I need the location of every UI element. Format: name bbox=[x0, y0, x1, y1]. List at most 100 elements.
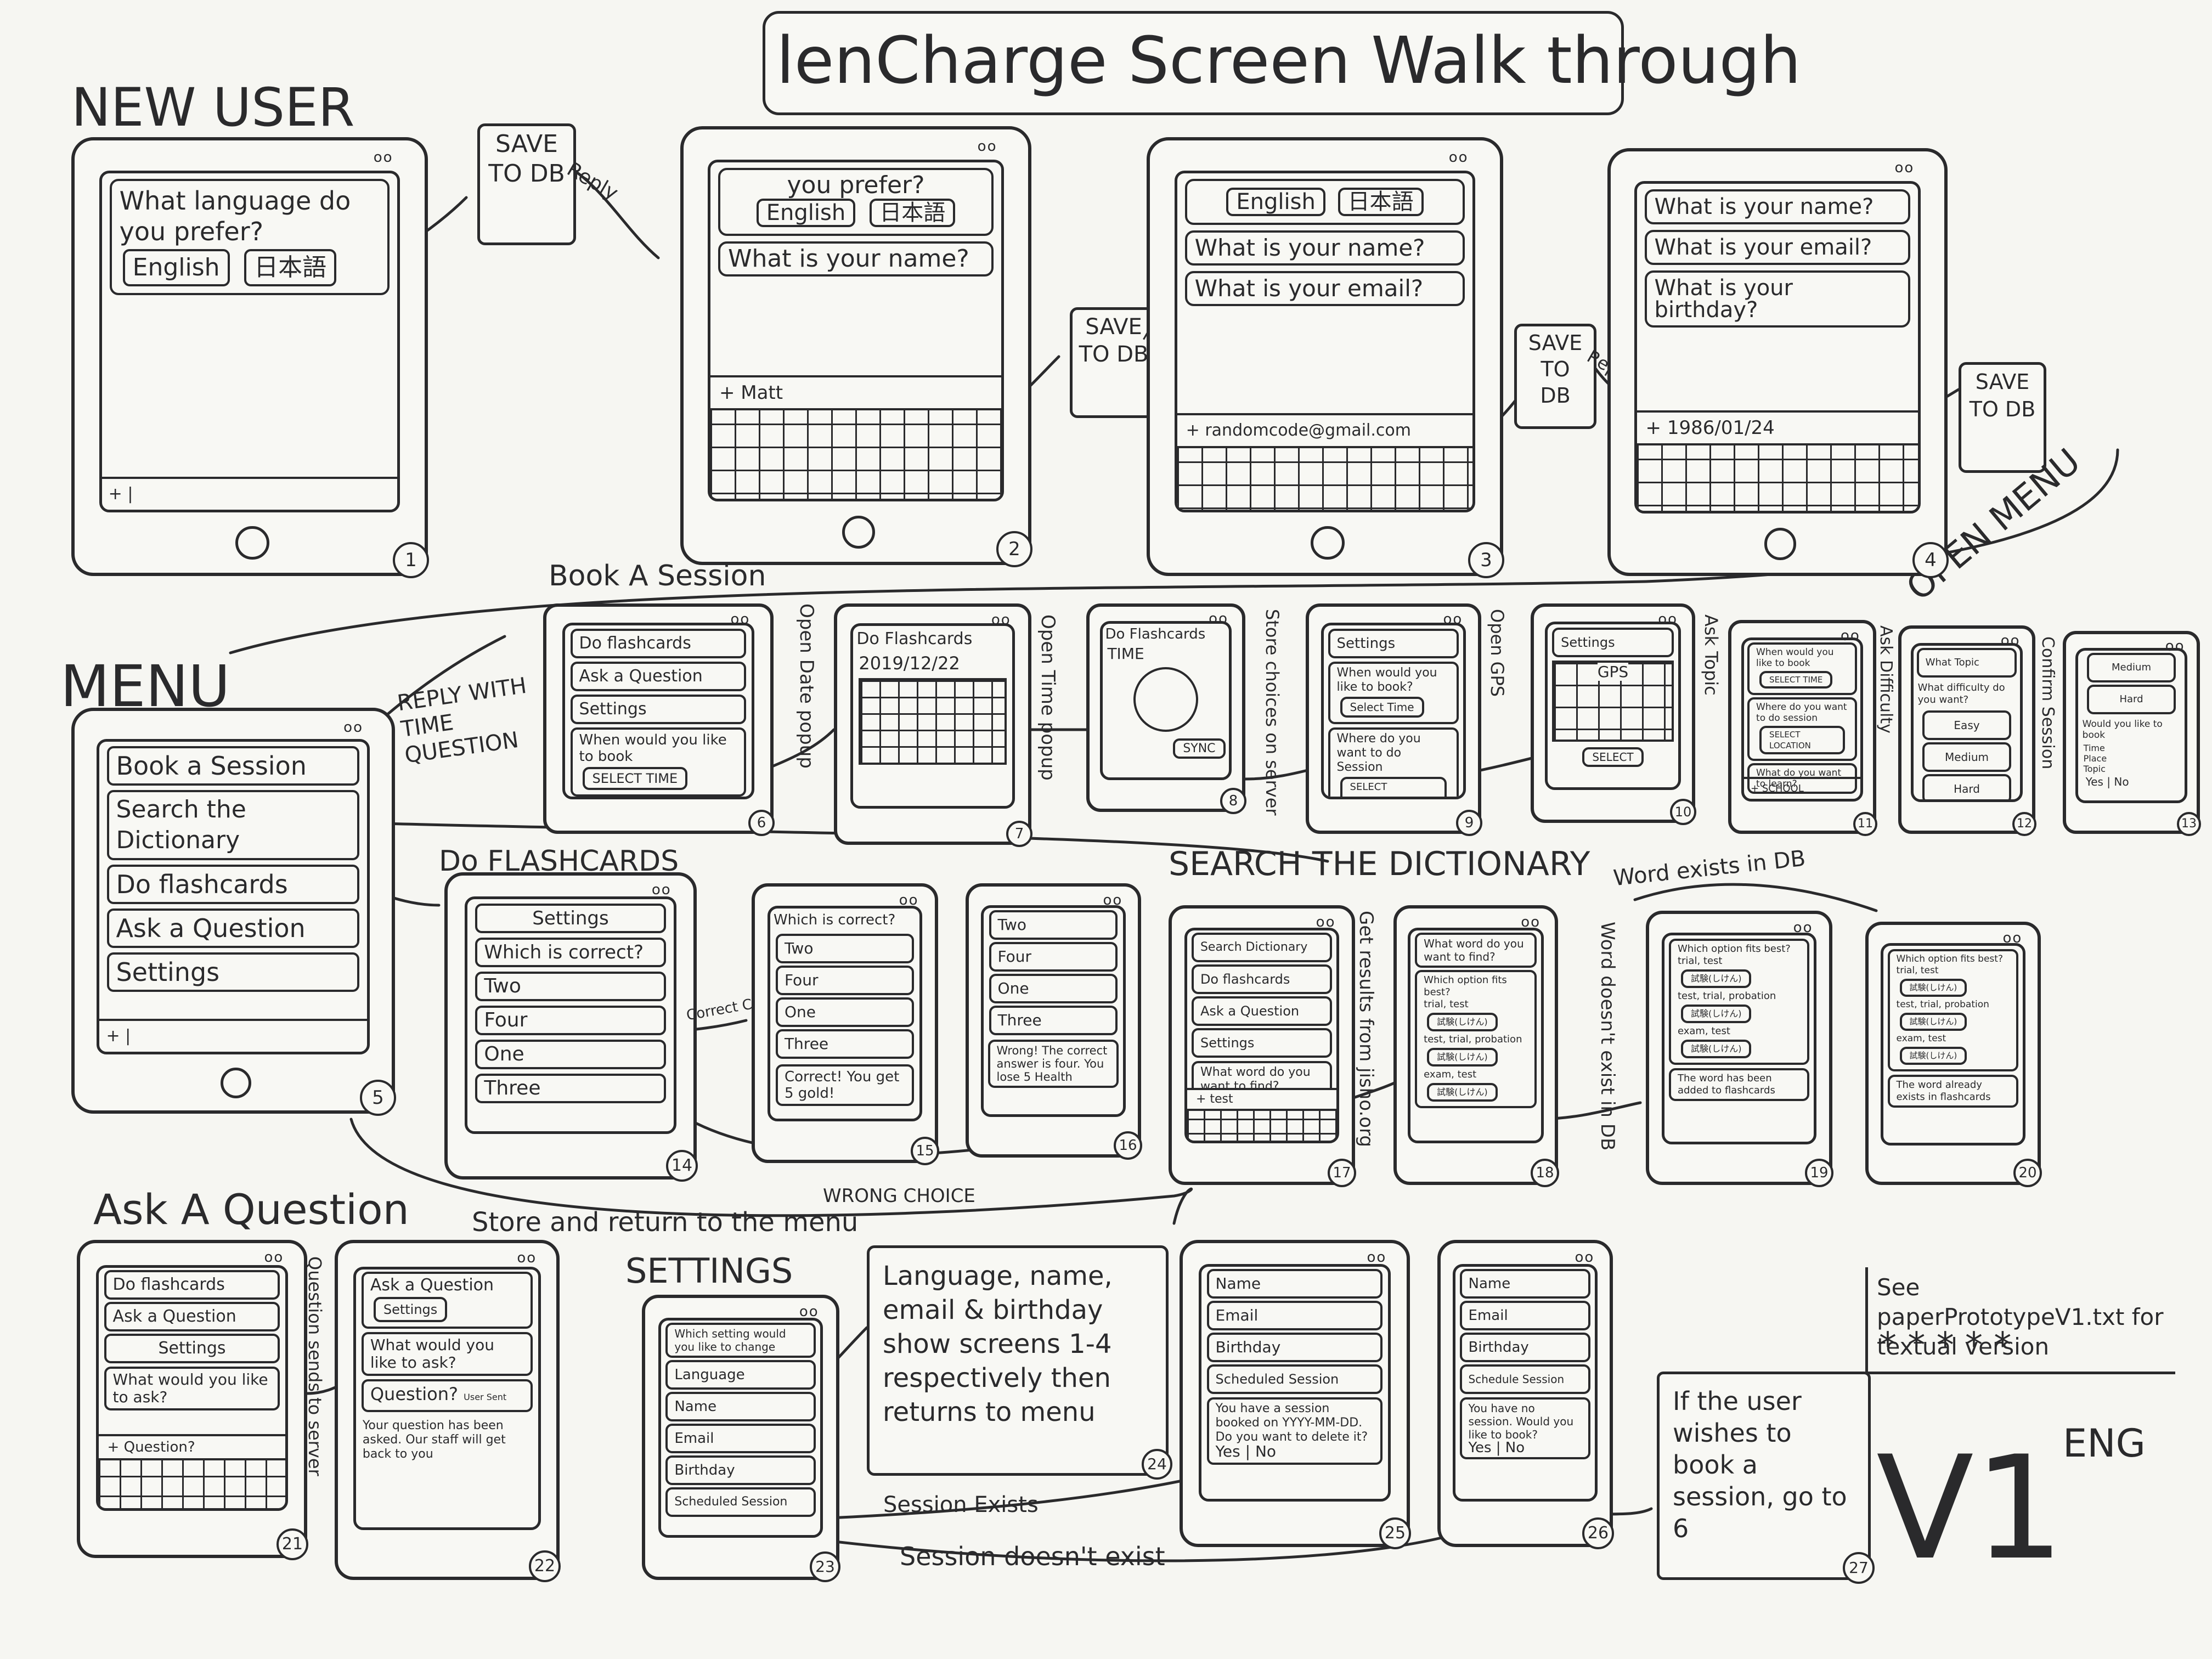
english-button[interactable]: English bbox=[122, 249, 230, 287]
input-bar[interactable]: + | bbox=[101, 476, 398, 510]
menu-ask-question[interactable]: Ask a Question bbox=[107, 908, 359, 948]
screen-11-topic: oo When would you like to book SELECT TI… bbox=[1728, 620, 1877, 836]
home-button-icon[interactable] bbox=[220, 1067, 252, 1099]
select-button[interactable]: SELECT bbox=[1582, 747, 1644, 768]
select-location-button[interactable]: SELECT LOCATION bbox=[1759, 726, 1845, 755]
search-input[interactable]: + test bbox=[1187, 1090, 1337, 1111]
menu-do-flashcards[interactable]: Do flashcards bbox=[107, 864, 359, 904]
option-one[interactable]: One bbox=[989, 974, 1118, 1004]
screen-number: 25 bbox=[1379, 1517, 1411, 1549]
question-input[interactable]: + Question? bbox=[98, 1436, 286, 1460]
sync-button[interactable]: SYNC bbox=[1173, 738, 1226, 759]
medium-option[interactable]: Medium bbox=[2086, 653, 2176, 683]
option-button[interactable]: 試験(しけん) bbox=[1427, 1047, 1498, 1066]
topic-input[interactable]: + SCHOOL bbox=[1744, 777, 1860, 799]
japanese-button[interactable]: 日本語 bbox=[1338, 188, 1424, 217]
keyboard[interactable]: + randomcode@gmail.com bbox=[1177, 413, 1473, 510]
option-button[interactable]: 試験(しけん) bbox=[1680, 1040, 1752, 1059]
settings-birthday[interactable]: Birthday bbox=[1459, 1333, 1591, 1363]
easy-option[interactable]: Easy bbox=[1922, 710, 2012, 740]
ask-question-item[interactable]: Ask a Question bbox=[1191, 996, 1333, 1026]
menu-settings[interactable]: Settings bbox=[107, 952, 359, 992]
settings-language[interactable]: Language bbox=[665, 1359, 816, 1390]
select-time-button[interactable]: SELECT TIME bbox=[1759, 671, 1833, 689]
settings-item[interactable]: Settings bbox=[1552, 628, 1674, 658]
home-button-icon[interactable] bbox=[235, 526, 269, 560]
menu-search-dictionary[interactable]: Search the Dictionary bbox=[107, 789, 359, 860]
option-four[interactable]: Four bbox=[775, 965, 915, 995]
get-results-annotation: Get results from jisho.org bbox=[1355, 911, 1377, 1147]
select-location-button[interactable]: SELECT LOCATION bbox=[1340, 776, 1447, 797]
hard-option[interactable]: Hard bbox=[1922, 774, 2012, 800]
option-button[interactable]: 試験(しけん) bbox=[1680, 1005, 1752, 1024]
do-flashcards-item[interactable]: Do flashcards bbox=[1191, 964, 1333, 994]
settings-email[interactable]: Email bbox=[665, 1423, 816, 1453]
yes-no-buttons[interactable]: Yes | No bbox=[2085, 775, 2129, 789]
settings-item[interactable]: Settings bbox=[1191, 1028, 1333, 1058]
japanese-button[interactable]: 日本語 bbox=[870, 199, 956, 228]
option-button[interactable]: 試験(しけん) bbox=[1899, 978, 1967, 997]
option-button[interactable]: 試験(しけん) bbox=[1427, 1012, 1498, 1031]
select-time-button[interactable]: SELECT TIME bbox=[582, 766, 688, 790]
settings-birthday[interactable]: Birthday bbox=[1206, 1333, 1383, 1363]
home-button-icon[interactable] bbox=[1311, 526, 1345, 560]
settings-name[interactable]: Name bbox=[1459, 1269, 1591, 1299]
name-input[interactable]: + Matt bbox=[710, 377, 1002, 411]
calendar-grid[interactable] bbox=[859, 678, 1007, 765]
settings-scheduled-session[interactable]: Scheduled Session bbox=[1206, 1364, 1383, 1395]
keyboard[interactable]: + Question? bbox=[98, 1434, 286, 1509]
option-button[interactable]: 試験(しけん) bbox=[1899, 1012, 1967, 1031]
option-two[interactable]: Two bbox=[775, 933, 915, 963]
option-one[interactable]: One bbox=[475, 1040, 666, 1070]
settings-item[interactable]: Settings bbox=[475, 904, 666, 934]
ask-question-item[interactable]: Ask a Question bbox=[104, 1301, 280, 1331]
option-three[interactable]: Three bbox=[989, 1006, 1118, 1036]
ask-question-item[interactable]: Ask a Question bbox=[570, 661, 747, 691]
yes-no-buttons[interactable]: Yes | No bbox=[1215, 1442, 1277, 1461]
menu-book-session[interactable]: Book a Session bbox=[107, 746, 359, 786]
home-button-icon[interactable] bbox=[842, 516, 876, 549]
settings-item[interactable]: Settings bbox=[1328, 628, 1459, 658]
option-four[interactable]: Four bbox=[989, 942, 1118, 972]
settings-email[interactable]: Email bbox=[1206, 1301, 1383, 1331]
settings-birthday[interactable]: Birthday bbox=[665, 1455, 816, 1485]
medium-option[interactable]: Medium bbox=[1922, 742, 2012, 772]
select-time-button[interactable]: Select Time bbox=[1340, 696, 1424, 718]
option-one[interactable]: One bbox=[775, 997, 915, 1027]
keyboard[interactable]: + test bbox=[1187, 1088, 1337, 1141]
option-button[interactable]: 試験(しけん) bbox=[1899, 1046, 1967, 1065]
yes-no-buttons[interactable]: Yes | No bbox=[1468, 1440, 1525, 1457]
map-view[interactable]: GPS bbox=[1552, 661, 1674, 742]
option-two[interactable]: Two bbox=[475, 972, 666, 1002]
option-button[interactable]: 試験(しけん) bbox=[1427, 1082, 1498, 1102]
option-three[interactable]: Three bbox=[775, 1029, 915, 1059]
keyboard[interactable]: + Matt bbox=[710, 375, 1002, 499]
japanese-button[interactable]: 日本語 bbox=[244, 249, 337, 287]
english-button[interactable]: English bbox=[1226, 188, 1325, 217]
settings-scheduled-session[interactable]: Scheduled Session bbox=[665, 1487, 816, 1517]
screen-3-email: oo English 日本語 What is your name? What i… bbox=[1147, 137, 1504, 578]
do-flashcards-item[interactable]: Do flashcards bbox=[104, 1269, 280, 1300]
input-bar[interactable]: + | bbox=[99, 1019, 367, 1052]
keyboard[interactable]: + 1986/01/24 bbox=[1637, 410, 1918, 511]
camera-icon: oo bbox=[799, 1304, 819, 1321]
clock-icon[interactable] bbox=[1133, 667, 1198, 732]
settings-scheduled-session[interactable]: Schedule Session bbox=[1459, 1364, 1591, 1395]
settings-item[interactable]: Settings bbox=[570, 694, 747, 724]
option-three[interactable]: Three bbox=[475, 1074, 666, 1104]
hard-option[interactable]: Hard bbox=[2086, 685, 2176, 715]
option-four[interactable]: Four bbox=[475, 1006, 666, 1036]
settings-name[interactable]: Name bbox=[665, 1391, 816, 1421]
do-flashcards-item[interactable]: Do flashcards bbox=[570, 628, 747, 658]
option-two[interactable]: Two bbox=[989, 910, 1118, 940]
settings-name[interactable]: Name bbox=[1206, 1269, 1383, 1299]
settings-item[interactable]: Settings bbox=[104, 1333, 280, 1363]
english-button[interactable]: English bbox=[756, 199, 856, 228]
search-dictionary-item[interactable]: Search Dictionary bbox=[1191, 932, 1333, 962]
birthday-input[interactable]: + 1986/01/24 bbox=[1637, 413, 1918, 446]
settings-email[interactable]: Email bbox=[1459, 1301, 1591, 1331]
home-button-icon[interactable] bbox=[1764, 528, 1797, 560]
email-input[interactable]: + randomcode@gmail.com bbox=[1177, 415, 1473, 449]
option-button[interactable]: 試験(しけん) bbox=[1680, 969, 1752, 989]
settings-button[interactable]: Settings bbox=[373, 1296, 448, 1322]
